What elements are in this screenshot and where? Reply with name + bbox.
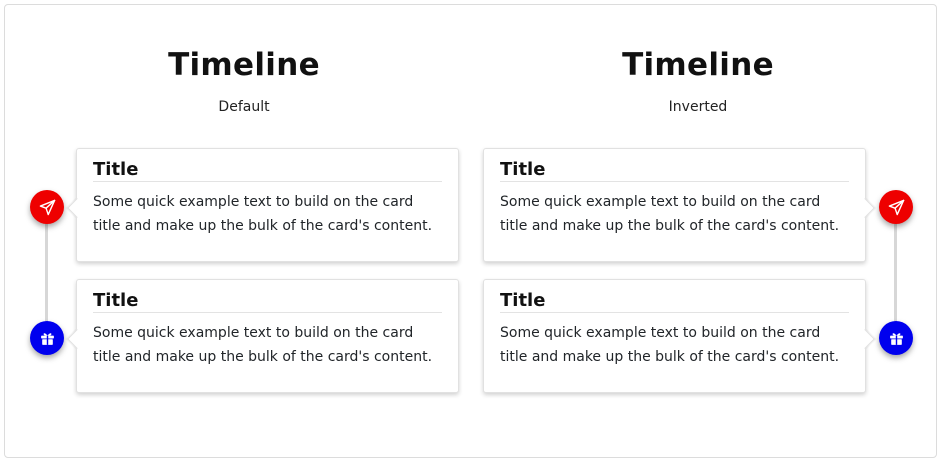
default-send-badge bbox=[30, 190, 64, 224]
default-timeline-subtitle: Default bbox=[218, 99, 270, 115]
card-text: Some quick example text to build on the … bbox=[93, 194, 433, 234]
inverted-send-badge bbox=[879, 190, 913, 224]
inverted-timeline-line bbox=[894, 206, 897, 338]
inverted-timeline-header: Timeline Inverted bbox=[548, 47, 848, 115]
card-title: Title bbox=[93, 290, 442, 313]
send-icon bbox=[39, 199, 55, 215]
default-timeline-card-2: Title Some quick example text to build o… bbox=[67, 279, 459, 393]
card-text: Some quick example text to build on the … bbox=[93, 325, 433, 365]
gift-icon bbox=[40, 332, 54, 345]
card-title: Title bbox=[500, 159, 849, 182]
default-gift-badge bbox=[30, 321, 64, 355]
send-icon bbox=[888, 199, 904, 215]
default-timeline-header: Timeline Default bbox=[94, 47, 394, 115]
inverted-timeline-card-2: Title Some quick example text to build o… bbox=[483, 279, 875, 393]
inverted-timeline-card-1: Title Some quick example text to build o… bbox=[483, 148, 875, 262]
gift-icon bbox=[889, 332, 903, 345]
inverted-timeline-subtitle: Inverted bbox=[668, 99, 728, 115]
card-text: Some quick example text to build on the … bbox=[500, 325, 840, 365]
card-text: Some quick example text to build on the … bbox=[500, 194, 840, 234]
card-title: Title bbox=[93, 159, 442, 182]
default-timeline-card-1: Title Some quick example text to build o… bbox=[67, 148, 459, 262]
card-title: Title bbox=[500, 290, 849, 313]
inverted-gift-badge bbox=[879, 321, 913, 355]
default-timeline-line bbox=[45, 206, 48, 338]
inverted-timeline-title: Timeline bbox=[622, 47, 774, 83]
default-timeline-title: Timeline bbox=[168, 47, 320, 83]
